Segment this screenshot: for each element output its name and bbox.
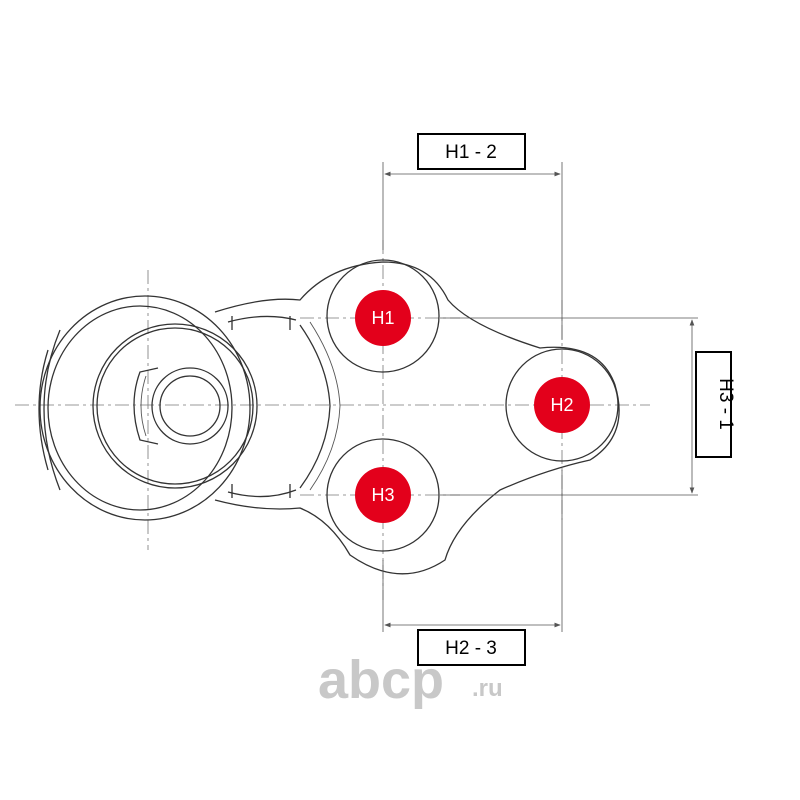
dimension-h1-2: H1 - 2 <box>382 133 563 340</box>
hole-h1-marker <box>355 290 411 346</box>
logo-main: abcp <box>318 650 444 710</box>
ball-joint-body <box>38 259 620 575</box>
dimension-h1-2-box <box>417 133 526 170</box>
hole-h3: H3 <box>355 467 411 523</box>
abcp-logo: abcp .ru <box>318 650 503 710</box>
hole-h1-label: H1 <box>371 308 394 328</box>
dimension-h2-3-label: H2 - 3 <box>445 638 497 659</box>
logo-suffix: .ru <box>472 675 503 702</box>
dimension-h2-3: H2 - 3 <box>382 470 563 666</box>
dimension-h2-3-box <box>417 629 526 666</box>
hole-h3-label: H3 <box>371 485 394 505</box>
hole-h2-label: H2 <box>550 395 573 415</box>
hole-h2: H2 <box>534 377 590 433</box>
hole-h3-marker <box>355 467 411 523</box>
dimension-h3-1-label: H3 - 1 <box>715 378 736 430</box>
hole-h1: H1 <box>355 290 411 346</box>
dimension-h3-1-box <box>695 351 732 458</box>
dimension-h1-2-label: H1 - 2 <box>445 142 497 163</box>
dimension-h3-1: H3 - 1 <box>440 317 736 496</box>
hole-h2-marker <box>534 377 590 433</box>
